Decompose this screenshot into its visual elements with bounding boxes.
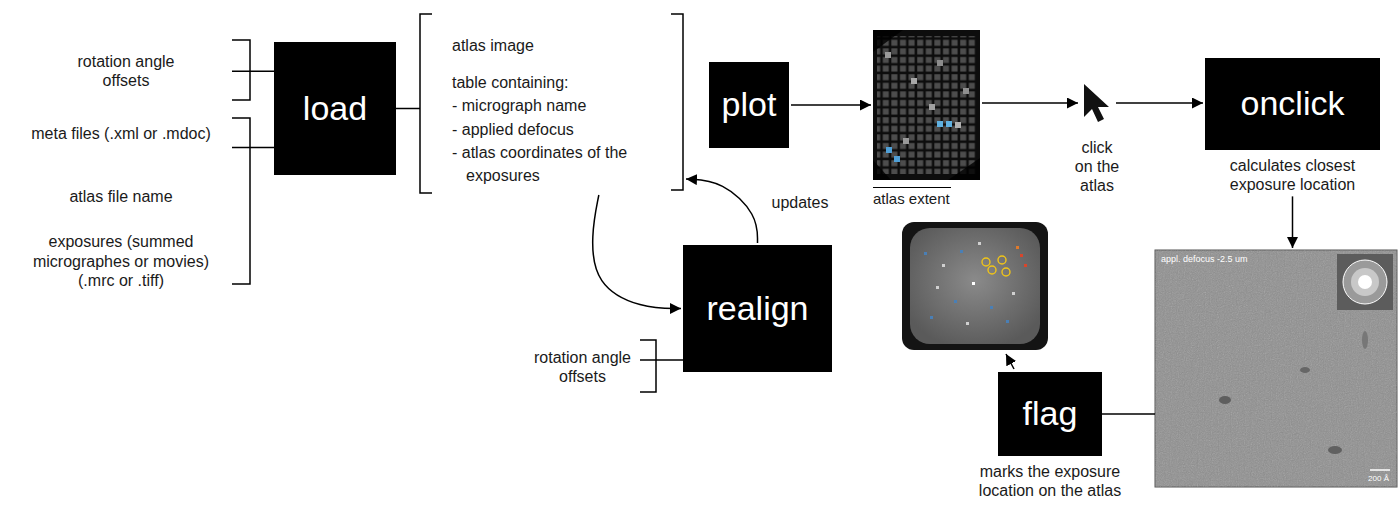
input-text: rotation angle offsets [64, 52, 189, 90]
micrograph-illustration [1155, 250, 1397, 487]
atlas-frame [873, 30, 980, 180]
flow-arrow [791, 104, 871, 106]
cursor-frame [1080, 82, 1114, 124]
list-item: - micrograph name [452, 94, 683, 117]
box-title: onclick [1241, 85, 1345, 122]
input-text: atlas file name [19, 187, 224, 206]
box-caption: calculates closest exposure location [1203, 156, 1383, 194]
input-label: rotation angle offsets [20, 52, 232, 90]
action-label: click on the atlas [1072, 138, 1122, 196]
image-annotation: appl. defocus -2.5 um [1161, 254, 1248, 265]
input-bracket [640, 340, 656, 392]
input-text: meta files (.xml or .mdoc) [19, 124, 224, 143]
process-box-body: onclick [1205, 58, 1380, 150]
flow-arrow [1116, 102, 1203, 104]
flow-arrow [686, 179, 758, 243]
connector-line [396, 108, 420, 110]
box-caption: marks the exposure location on the atlas [960, 462, 1140, 500]
grid-square-image [902, 222, 1048, 350]
input-bracket [232, 118, 250, 284]
box-title: plot [722, 86, 777, 123]
input-label: rotation angle offsets [525, 348, 640, 386]
process-box-body: flag [998, 372, 1102, 456]
flow-arrow [1292, 196, 1294, 248]
extent-label: atlas extent [873, 190, 980, 208]
list-heading: atlas image [452, 34, 683, 57]
connector-line [640, 359, 683, 361]
micrograph-image: appl. defocus -2.5 um 200 Å [1155, 250, 1397, 487]
connector-line [232, 147, 274, 149]
extent-line [873, 187, 951, 188]
flow-arrow [982, 102, 1078, 104]
box-title: flag [1023, 395, 1078, 432]
input-bracket [232, 40, 250, 100]
list-item: - applied defocus [452, 118, 683, 141]
list-heading: table containing: [452, 71, 683, 94]
connector-line [1102, 413, 1155, 415]
atlas-thumbnail: atlas extent [873, 30, 980, 208]
box-title: realign [706, 290, 808, 327]
connector-line [232, 70, 274, 72]
process-box: flag marks the exposure location on the a… [950, 372, 1150, 500]
box-title: load [303, 90, 367, 127]
atlas-image [873, 30, 980, 180]
input-list: meta files (.xml or .mdoc) atlas file nam… [10, 120, 232, 290]
output-bracket-right [671, 14, 683, 190]
output-bracket-left [420, 14, 432, 193]
process-box: realign [683, 245, 832, 372]
leader-arrow [1006, 354, 1014, 369]
input-text: rotation angle offsets [527, 348, 639, 386]
edge-label: updates [770, 193, 831, 212]
input-text: exposures (summed micrographes or movies… [19, 232, 224, 290]
process-box: plot [709, 62, 789, 148]
output-list: atlas image table containing:- micrograph… [420, 14, 683, 193]
click-icon: click on the atlas [1060, 82, 1134, 196]
scale-bar-label: 200 Å [1368, 474, 1389, 484]
process-box: onclick calculates closest exposure locat… [1190, 58, 1395, 194]
cursor-icon [1084, 84, 1109, 122]
list-item: - atlas coordinates of the exposures [452, 141, 683, 187]
flow-arrow [593, 195, 681, 309]
process-box: load [274, 42, 396, 175]
